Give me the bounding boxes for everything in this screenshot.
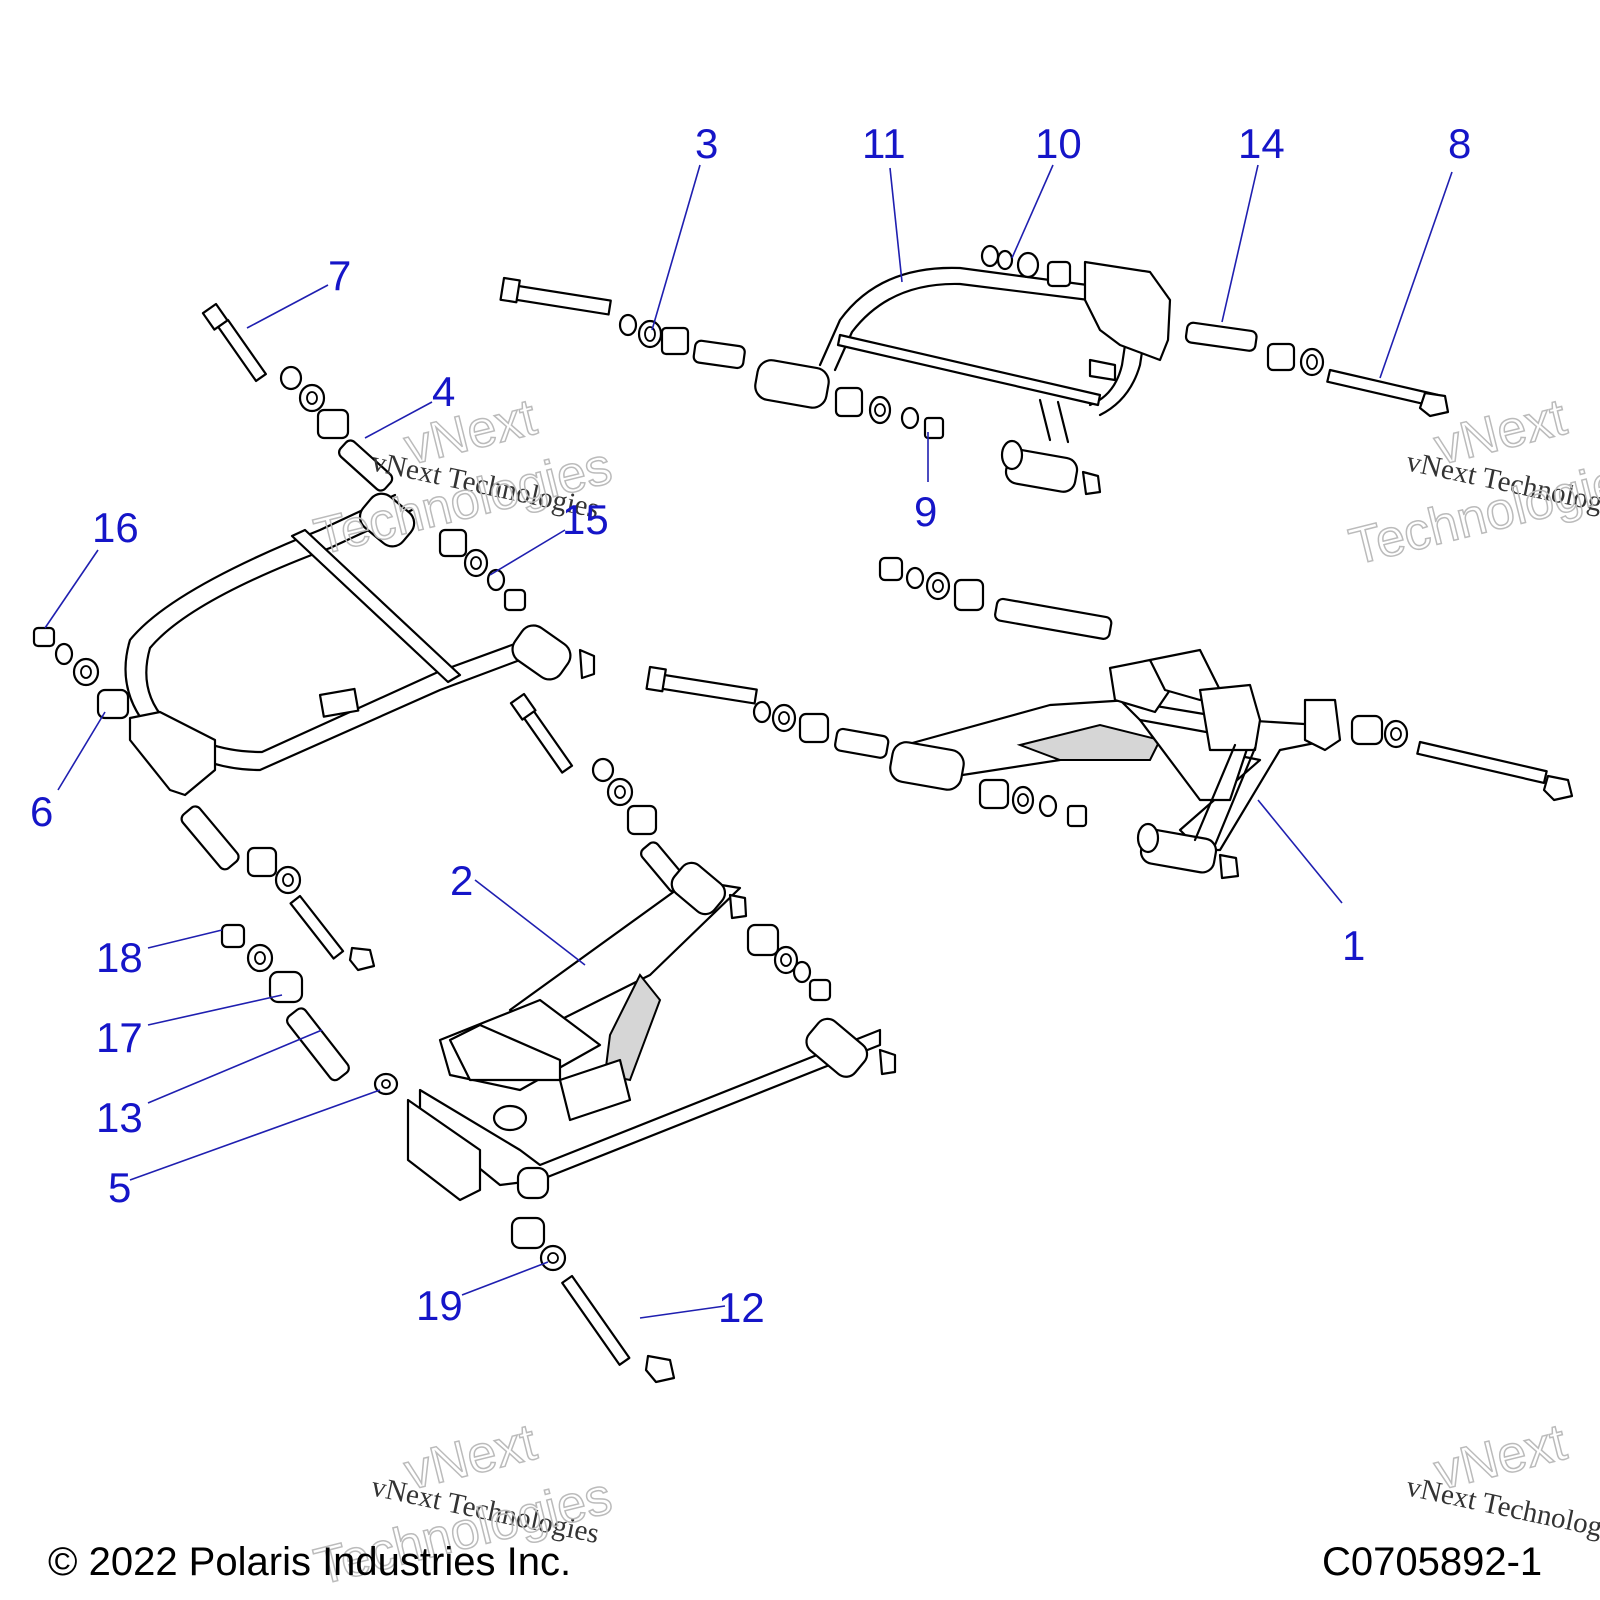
callout-11: 11 (862, 120, 906, 167)
lower-right-arm-assembly (645, 556, 1574, 880)
callout-6: 6 (30, 788, 53, 835)
svg-text:vNext: vNext (1429, 388, 1573, 477)
callout-8: 8 (1448, 120, 1471, 167)
callout-9: 9 (914, 488, 937, 535)
callout-5: 5 (108, 1164, 131, 1211)
callout-12: 12 (718, 1284, 765, 1331)
upper-right-arm-assembly (499, 244, 1450, 496)
callout-19: 19 (416, 1282, 463, 1329)
copyright-text: © 2022 Polaris Industries Inc. (48, 1540, 572, 1584)
callout-3: 3 (695, 120, 718, 167)
drawing-id: C0705892-1 (1322, 1540, 1543, 1584)
upper-left-arm-assembly (32, 302, 596, 972)
lower-left-arm-assembly (220, 692, 897, 1384)
svg-text:vNext: vNext (1429, 1413, 1573, 1502)
callout-7: 7 (328, 252, 351, 299)
callout-13: 13 (96, 1094, 143, 1141)
callout-10: 10 (1035, 120, 1082, 167)
callout-1: 1 (1342, 922, 1365, 969)
callout-18: 18 (96, 934, 143, 981)
callout-16: 16 (92, 504, 139, 551)
callout-4: 4 (432, 368, 455, 415)
leader-lines (44, 164, 1453, 1319)
callout-labels: 1 2 3 4 5 6 7 8 9 10 11 12 13 14 15 16 1… (30, 120, 1471, 1331)
callout-15: 15 (562, 496, 609, 543)
callout-14: 14 (1238, 120, 1285, 167)
watermark: vNext Technologies vNext Technologies vN… (308, 387, 1600, 1597)
callout-2: 2 (450, 857, 473, 904)
callout-17: 17 (96, 1014, 143, 1061)
